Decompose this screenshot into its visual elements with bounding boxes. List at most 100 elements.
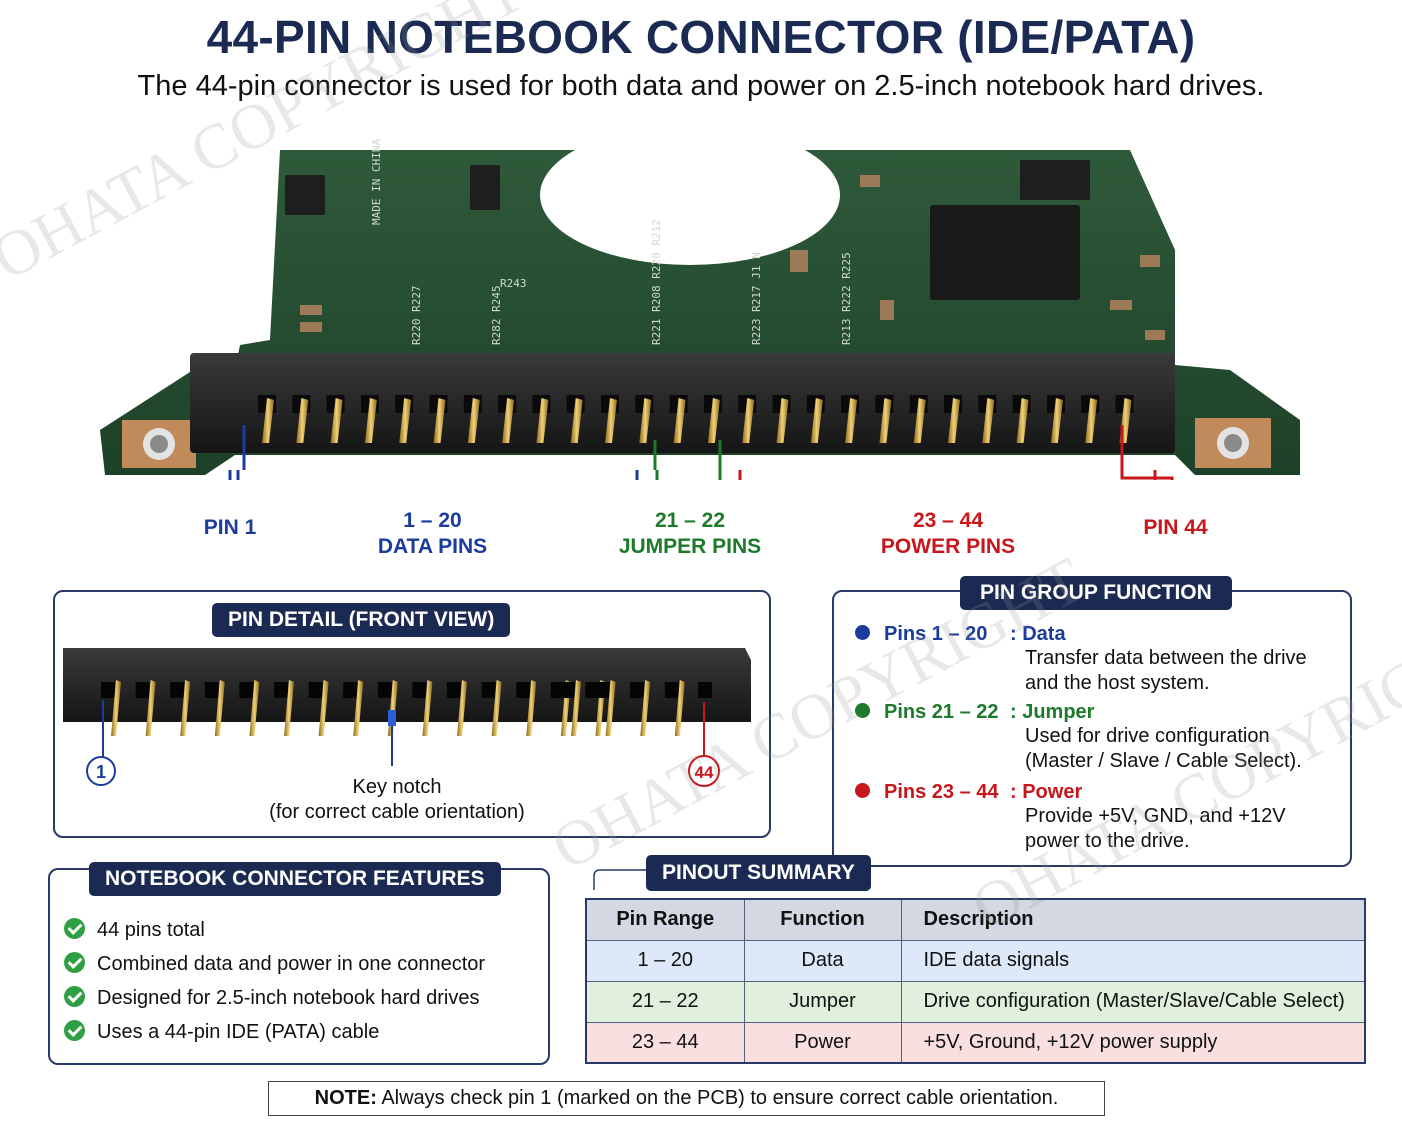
- feature-item: 44 pins total: [64, 913, 205, 947]
- svg-text:MADE IN CHINA: MADE IN CHINA: [370, 139, 383, 225]
- small-chip: [1020, 160, 1090, 200]
- mounting-pad-right: [1195, 418, 1271, 468]
- connector-pin: [605, 398, 617, 443]
- pin-group-row: Pins 1 – 20: Data: [855, 622, 1066, 647]
- pinout-header-row: Pin Range Function Description: [585, 898, 1366, 941]
- power-pins-name: POWER PINS: [880, 535, 1016, 558]
- pin-detail-heading: PIN DETAIL (FRONT VIEW): [212, 603, 511, 637]
- pinout-corner-decoration: [593, 869, 648, 890]
- jumper-marker-lines: [653, 440, 722, 470]
- key-notch-line2: (for correct cable orientation): [269, 801, 525, 823]
- svg-text:R223 R217 J1 N: R223 R217 J1 N: [750, 252, 763, 345]
- pin-socket: [561, 682, 575, 698]
- connector-pin: [467, 398, 480, 443]
- pin-socket: [308, 682, 323, 698]
- connector-pin: [639, 398, 652, 443]
- connector-pin: [810, 398, 823, 443]
- jumper-pins-label: 21 – 22 JUMPER PINS: [600, 508, 780, 560]
- pin-group-name: : Power: [1010, 781, 1083, 803]
- page-title: 44-PIN NOTEBOOK CONNECTOR (IDE/PATA): [206, 11, 1196, 63]
- svg-text:R220 R227: R220 R227: [410, 285, 423, 345]
- pin-group-heading: PIN GROUP FUNCTION: [960, 576, 1232, 610]
- connector-pin: [433, 398, 446, 443]
- pin-group-description: Provide +5V, GND, and +12V: [1025, 805, 1286, 827]
- connector-pin: [1050, 398, 1063, 443]
- pin-group-range: Pins 23 – 44: [884, 781, 999, 803]
- connector-pin: [491, 680, 502, 736]
- pinout-heading: PINOUT SUMMARY: [646, 855, 871, 891]
- pin-socket: [595, 682, 610, 698]
- silkscreen-text: MADE IN CHINA R243 R221 R208 R220 R212 R…: [370, 139, 853, 345]
- pin-socket: [101, 682, 115, 698]
- key-notch-marker: [388, 710, 396, 726]
- connector-pin: [879, 398, 892, 443]
- table-row: 1 – 20 Data IDE data signals: [585, 939, 1366, 982]
- cell-description: Drive configuration (Master/Slave/Cable …: [900, 980, 1366, 1023]
- pin-socket: [170, 682, 185, 698]
- connector-pin: [214, 680, 225, 736]
- pin-group-description: Transfer data between the drive: [1025, 647, 1307, 669]
- svg-text:R282 R245: R282 R245: [490, 285, 503, 345]
- key-notch-caption: Key notch (for correct cable orientation…: [240, 775, 554, 825]
- pin1-label: PIN 1: [203, 516, 257, 539]
- connector-pin: [674, 680, 685, 736]
- key-notch-line1: Key notch: [352, 776, 442, 798]
- connector-pin: [1016, 398, 1029, 443]
- jumper-pins-range: 21 – 22: [654, 509, 726, 532]
- connector-pin: [605, 680, 616, 736]
- mounting-pad-left: [122, 420, 196, 468]
- connector-pin: [673, 398, 686, 443]
- connector-pin: [526, 680, 537, 736]
- connector-pin: [296, 398, 309, 443]
- pin-socket: [343, 682, 358, 698]
- pin-group-row: Pins 21 – 22: Jumper: [855, 700, 1094, 725]
- connector-pin: [262, 398, 274, 443]
- pcb-illustration: MADE IN CHINA R243 R221 R208 R220 R212 R…: [100, 125, 1300, 480]
- features-heading: NOTEBOOK CONNECTOR FEATURES: [89, 862, 501, 896]
- pin-socket: [239, 682, 254, 698]
- cell-pin-range: 21 – 22: [585, 980, 745, 1023]
- pin-socket: [135, 682, 150, 698]
- connector-pins: [258, 395, 1134, 443]
- connector-pin: [249, 680, 260, 736]
- bullet-dot-icon: [855, 783, 870, 799]
- note-text: Always check pin 1 (marked on the PCB) t…: [376, 1087, 1059, 1109]
- cell-function: Power: [743, 1021, 902, 1064]
- pin-socket: [377, 682, 392, 698]
- col-function: Function: [743, 898, 902, 941]
- connector-pin: [284, 680, 294, 736]
- pin-socket: [274, 682, 288, 698]
- cell-description: IDE data signals: [900, 939, 1366, 982]
- note-label: NOTE:: [314, 1087, 377, 1109]
- connector-pin: [536, 398, 549, 443]
- pinout-table: Pin Range Function Description 1 – 20 Da…: [585, 898, 1366, 1064]
- table-row: 23 – 44 Power +5V, Ground, +12V power su…: [585, 1021, 1366, 1064]
- pin44-circle-marker: [688, 755, 720, 787]
- connector-pin: [570, 398, 583, 443]
- connector-pin: [707, 398, 720, 443]
- data-pins-range: 1 – 20: [403, 509, 462, 532]
- checkmark-icon: [64, 1020, 85, 1042]
- connector-pin: [776, 398, 789, 443]
- power-pins-label: 23 – 44 POWER PINS: [858, 508, 1038, 560]
- feature-item: Combined data and power in one connector: [64, 947, 485, 981]
- svg-text:R221 R208 R220 R212: R221 R208 R220 R212: [650, 219, 663, 345]
- pin-group-description: Used for drive configuration: [1025, 725, 1270, 747]
- pin-group-description: and the host system.: [1025, 672, 1210, 694]
- svg-text:R243: R243: [500, 277, 527, 290]
- feature-text: 44 pins total: [97, 919, 205, 941]
- cell-description: +5V, Ground, +12V power supply: [900, 1021, 1366, 1064]
- connector-pin: [1085, 398, 1098, 443]
- connector-pin: [742, 398, 755, 443]
- checkmark-icon: [64, 918, 85, 940]
- table-row: 21 – 22 Jumper Drive configuration (Mast…: [585, 980, 1366, 1023]
- feature-text: Designed for 2.5-inch notebook hard driv…: [97, 987, 480, 1009]
- connector-pin: [571, 680, 581, 736]
- pin44-label: PIN 44: [1143, 516, 1208, 539]
- pin-socket: [204, 682, 219, 698]
- pin-socket: [481, 682, 496, 698]
- data-pins-label: 1 – 20 DATA PINS: [345, 508, 520, 560]
- col-description: Description: [900, 898, 1366, 941]
- connector-pin: [330, 398, 343, 443]
- pin-socket: [698, 682, 712, 698]
